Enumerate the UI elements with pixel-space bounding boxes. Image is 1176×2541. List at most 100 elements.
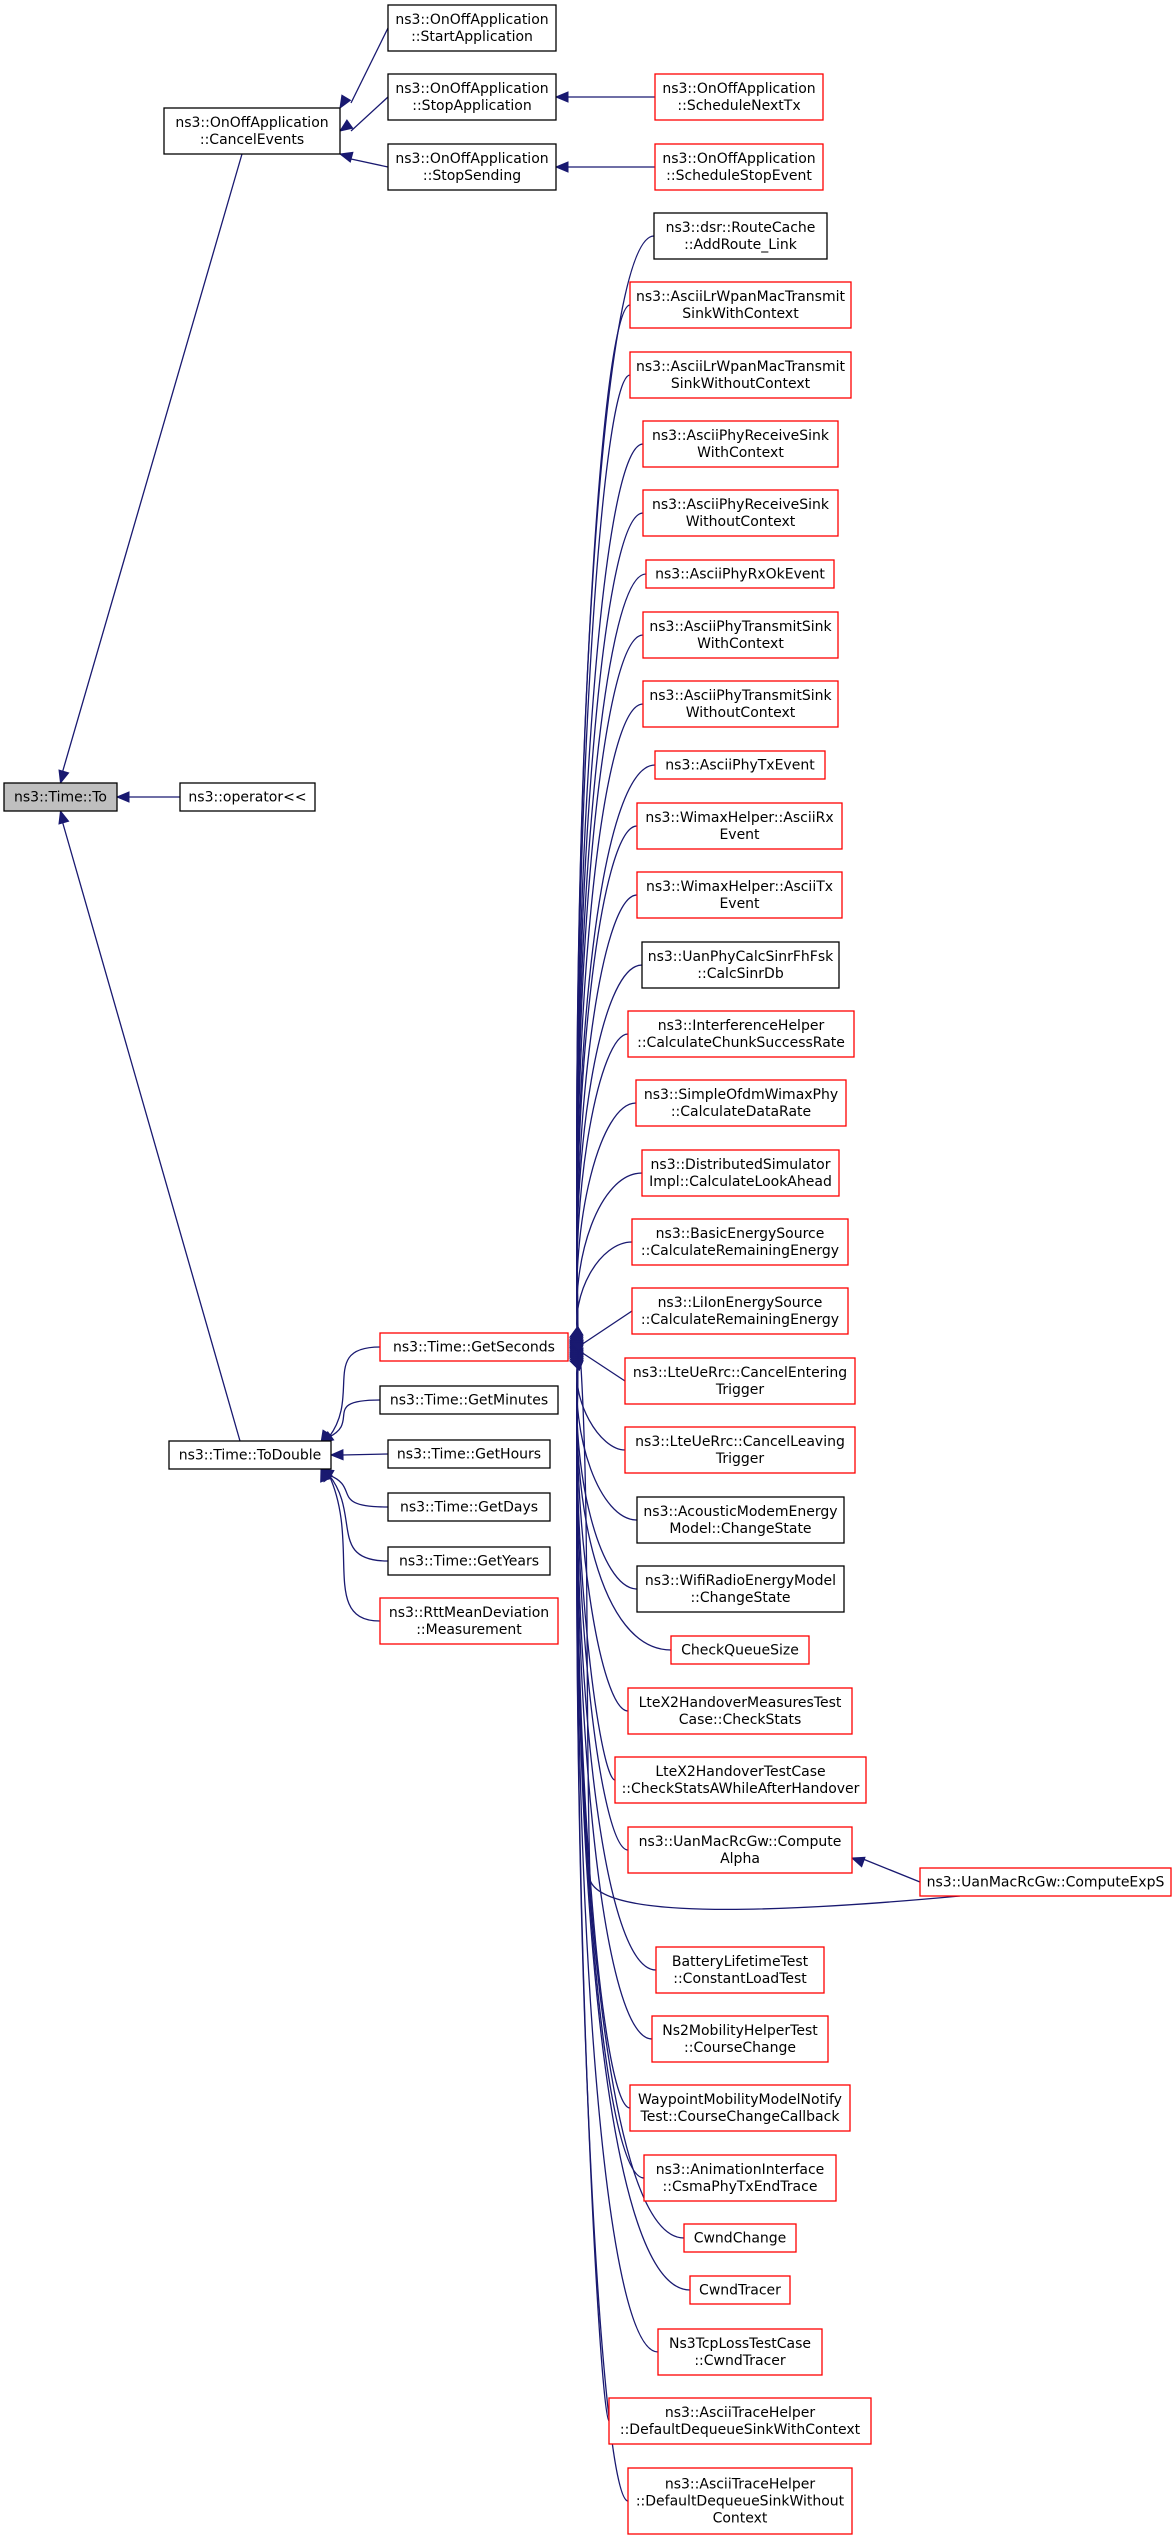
- node-box: [379, 1332, 569, 1362]
- node-label: ::CwndTracer: [694, 2353, 786, 2369]
- node-label: CwndChange: [694, 2231, 787, 2247]
- node-ltex2-measures[interactable]: LteX2HandoverMeasuresTestCase::CheckStat…: [627, 1687, 853, 1735]
- node-check-queue[interactable]: CheckQueueSize: [670, 1635, 810, 1665]
- node-ns3tcp-loss[interactable]: Ns3TcpLossTestCase::CwndTracer: [657, 2328, 823, 2376]
- node-trace-deq-with[interactable]: ns3::AsciiTraceHelper::DefaultDequeueSin…: [608, 2397, 872, 2445]
- edge-uan_exps-to-uan_alpha: [862, 1858, 921, 1883]
- node-waypoint[interactable]: WaypointMobilityModelNotifyTest::CourseC…: [629, 2084, 851, 2132]
- node-label: ns3::OnOffApplication: [395, 151, 548, 167]
- node-cancel-events[interactable]: ns3::OnOffApplication::CancelEvents: [163, 107, 341, 155]
- node-box: [641, 941, 840, 989]
- node-box: [163, 107, 341, 155]
- node-operator-ll[interactable]: ns3::operator<<: [179, 782, 316, 812]
- node-battery[interactable]: BatteryLifetimeTest::ConstantLoadTest: [655, 1946, 825, 1994]
- node-label: Trigger: [715, 1382, 765, 1398]
- node-ns2-mobility[interactable]: Ns2MobilityHelperTest::CourseChange: [651, 2015, 829, 2063]
- node-trace-deq-without[interactable]: ns3::AsciiTraceHelper::DefaultDequeueSin…: [627, 2467, 853, 2535]
- node-add-route-link[interactable]: ns3::dsr::RouteCache::AddRoute_Link: [653, 212, 828, 260]
- node-label: LteX2HandoverTestCase: [655, 1764, 825, 1780]
- node-label: ::StartApplication: [411, 29, 533, 45]
- node-get-days[interactable]: ns3::Time::GetDays: [387, 1492, 551, 1522]
- node-phy-tx-event[interactable]: ns3::AsciiPhyTxEvent: [654, 750, 826, 780]
- edge-ofdm_rate-to-get_seconds: [576, 1102, 637, 1336]
- node-box: [641, 1149, 840, 1197]
- node-box: [631, 1287, 849, 1335]
- edge-trace_deq_with-to-get_seconds: [576, 1344, 610, 2422]
- node-phy-rx-ok[interactable]: ns3::AsciiPhyRxOkEvent: [645, 559, 835, 589]
- edge-get_minutes-to-to_double: [328, 1399, 381, 1438]
- node-schedule-next-tx[interactable]: ns3::OnOffApplication::ScheduleNextTx: [654, 73, 824, 121]
- node-rtt-measurement[interactable]: ns3::RttMeanDeviation::Measurement: [379, 1597, 559, 1645]
- node-ofdm-rate[interactable]: ns3::SimpleOfdmWimaxPhy::CalculateDataRa…: [635, 1079, 847, 1127]
- node-animation[interactable]: ns3::AnimationInterface::CsmaPhyTxEndTra…: [643, 2154, 837, 2202]
- node-label: ns3::LiIonEnergySource: [658, 1295, 823, 1311]
- node-get-minutes[interactable]: ns3::Time::GetMinutes: [379, 1385, 559, 1415]
- node-stop-sending[interactable]: ns3::OnOffApplication::StopSending: [387, 143, 557, 191]
- node-box: [387, 143, 557, 191]
- node-uan-exps[interactable]: ns3::UanMacRcGw::ComputeExpS: [919, 1867, 1172, 1897]
- arrowhead-rtt_measurement: [320, 1467, 331, 1483]
- node-dist-sim[interactable]: ns3::DistributedSimulatorImpl::Calculate…: [641, 1149, 840, 1197]
- node-stop-app[interactable]: ns3::OnOffApplication::StopApplication: [387, 73, 557, 121]
- node-liion-energy[interactable]: ns3::LiIonEnergySource::CalculateRemaini…: [631, 1287, 849, 1335]
- node-cwnd-tracer[interactable]: CwndTracer: [689, 2275, 791, 2305]
- node-box: [387, 1546, 551, 1576]
- node-to-double[interactable]: ns3::Time::ToDouble: [168, 1440, 332, 1470]
- node-box: [627, 1687, 853, 1735]
- arrowhead-schedule_stop_event: [554, 161, 569, 173]
- node-label: Event: [719, 827, 760, 843]
- node-label: ns3::Time::ToDouble: [179, 1448, 322, 1464]
- node-label: ns3::AsciiPhyReceiveSink: [652, 497, 830, 513]
- node-label: WithContext: [697, 445, 784, 461]
- node-basic-energy[interactable]: ns3::BasicEnergySource::CalculateRemaini…: [631, 1218, 849, 1266]
- node-box: [689, 2275, 791, 2305]
- node-wifi-radio[interactable]: ns3::WifiRadioEnergyModel::ChangeState: [636, 1565, 845, 1613]
- node-label: ::CalculateChunkSuccessRate: [637, 1035, 845, 1051]
- node-label: CwndTracer: [699, 2283, 781, 2299]
- node-lrwpan-sink-with[interactable]: ns3::AsciiLrWpanMacTransmitSinkWithConte…: [629, 281, 852, 329]
- node-box: [379, 1385, 559, 1415]
- node-get-seconds[interactable]: ns3::Time::GetSeconds: [379, 1332, 569, 1362]
- edge-lrwpan_sink_without-to-get_seconds: [576, 374, 631, 1336]
- node-get-years[interactable]: ns3::Time::GetYears: [387, 1546, 551, 1576]
- node-label: ns3::SimpleOfdmWimaxPhy: [644, 1087, 838, 1103]
- node-box: [651, 2015, 829, 2063]
- node-label: Case::CheckStats: [679, 1712, 802, 1728]
- node-label: ::ConstantLoadTest: [673, 1971, 807, 1987]
- node-acoustic-modem[interactable]: ns3::AcousticModemEnergyModel::ChangeSta…: [636, 1496, 845, 1544]
- node-ltex2-test[interactable]: LteX2HandoverTestCase::CheckStatsAWhileA…: [614, 1756, 867, 1804]
- node-label: Event: [719, 896, 760, 912]
- node-label: ::StopSending: [423, 168, 521, 184]
- node-start-app[interactable]: ns3::OnOffApplication::StartApplication: [387, 4, 557, 52]
- edge-stop_app-to-cancel_events: [350, 96, 389, 132]
- node-interference[interactable]: ns3::InterferenceHelper::CalculateChunkS…: [627, 1010, 855, 1058]
- node-box: [3, 782, 118, 812]
- arrowhead-to_double: [58, 809, 70, 825]
- node-box: [642, 680, 839, 728]
- node-label: ns3::OnOffApplication: [662, 151, 815, 167]
- node-label: LteX2HandoverMeasuresTest: [639, 1695, 842, 1711]
- node-box: [614, 1756, 867, 1804]
- node-label: Trigger: [715, 1451, 765, 1467]
- node-cwnd-change[interactable]: CwndChange: [683, 2223, 797, 2253]
- node-box: [653, 212, 828, 260]
- node-lrwpan-sink-without[interactable]: ns3::AsciiLrWpanMacTransmitSinkWithoutCo…: [629, 351, 852, 399]
- node-schedule-stop-event[interactable]: ns3::OnOffApplication::ScheduleStopEvent: [654, 143, 824, 191]
- node-get-hours[interactable]: ns3::Time::GetHours: [387, 1439, 551, 1469]
- node-label: ns3::DistributedSimulator: [651, 1157, 831, 1173]
- arrowhead-cancel_events: [58, 769, 70, 785]
- node-uan-sinr[interactable]: ns3::UanPhyCalcSinrFhFsk::CalcSinrDb: [641, 941, 840, 989]
- edge-get_hours-to-to_double: [341, 1453, 389, 1456]
- node-label: ns3::InterferenceHelper: [658, 1018, 825, 1034]
- node-box: [654, 750, 826, 780]
- edge-dist_sim-to-get_seconds: [576, 1172, 643, 1338]
